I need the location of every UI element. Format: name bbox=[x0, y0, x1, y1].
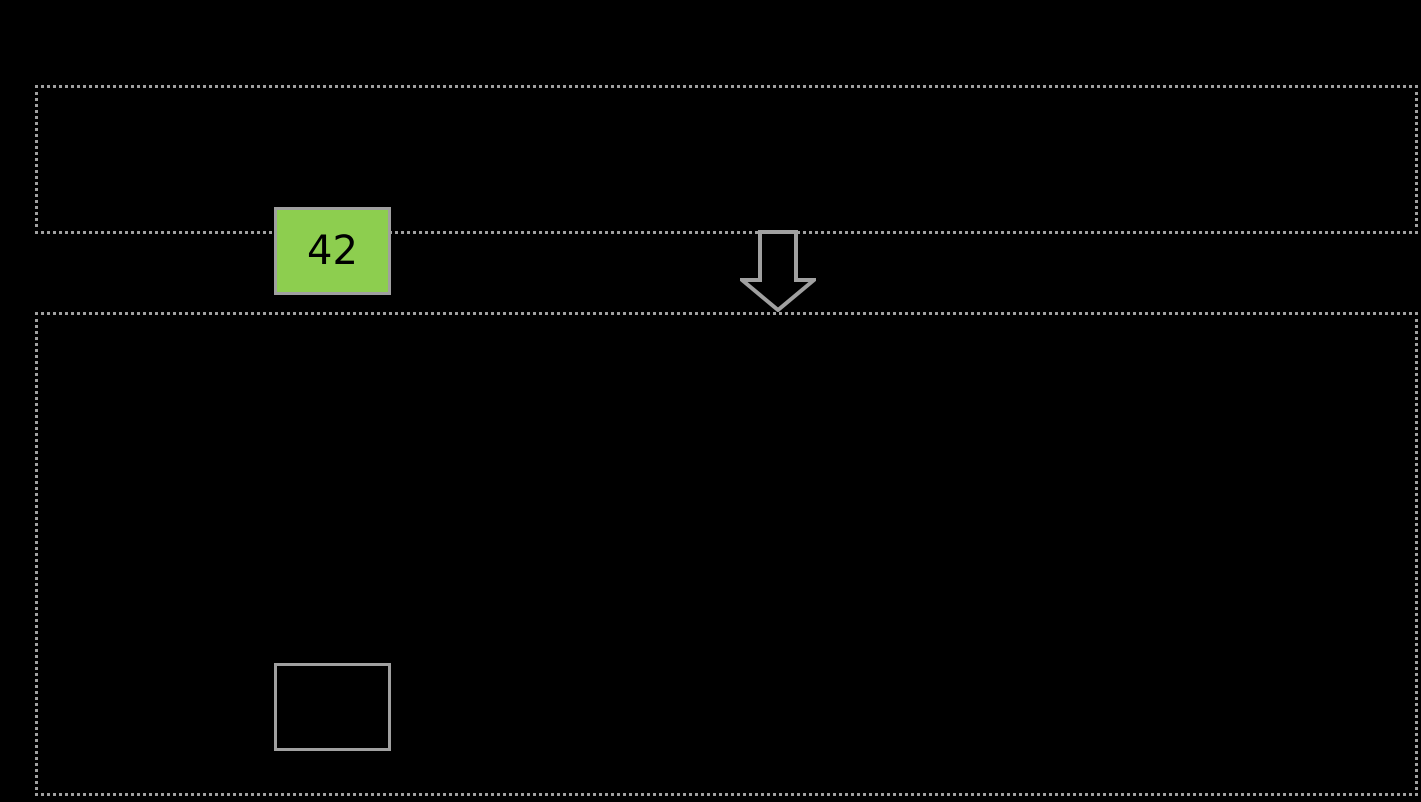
target-value-box[interactable] bbox=[274, 663, 391, 751]
down-arrow-icon bbox=[736, 230, 820, 313]
source-value-box[interactable]: 42 bbox=[274, 207, 391, 295]
target-panel: 42 bbox=[35, 312, 1418, 796]
source-panel: 42 bbox=[35, 85, 1418, 295]
